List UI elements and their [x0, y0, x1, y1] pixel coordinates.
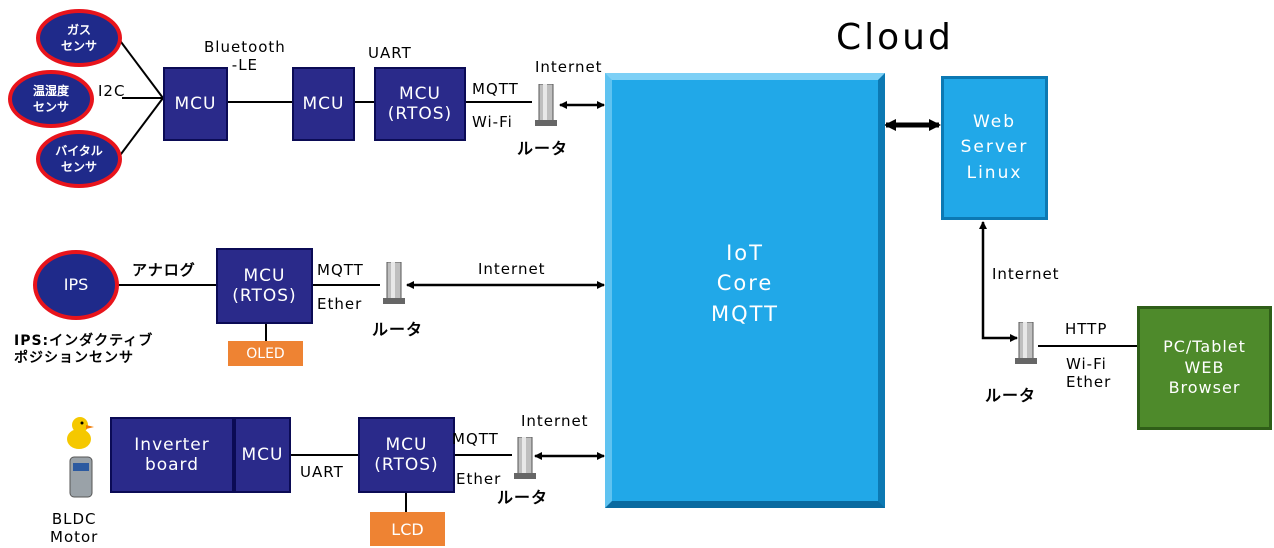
- mqtt-label-row3: MQTT: [452, 430, 499, 448]
- wifi-label-row1: Wi-Fi: [472, 113, 513, 131]
- cloud-title: Cloud: [836, 17, 954, 58]
- ether-label-row3: Ether: [456, 470, 502, 488]
- router-label-3: ルータ: [497, 488, 549, 507]
- router-icon: [512, 436, 538, 479]
- analog-label: アナログ: [132, 261, 196, 279]
- oled-display: OLED: [228, 341, 303, 366]
- inverter-board: Inverter board: [110, 417, 234, 493]
- uart-top-label: UART: [368, 44, 412, 62]
- lcd-display: LCD: [370, 512, 445, 546]
- router-icon: [381, 261, 407, 304]
- web-router-arrow: [979, 221, 1018, 342]
- bluetooth-label: Bluetooth -LE: [204, 38, 286, 74]
- router-label-1: ルータ: [517, 139, 569, 158]
- mcu-box-2: MCU: [292, 67, 355, 141]
- internet-label-row2: Internet: [478, 260, 546, 278]
- mqtt-label-row2: MQTT: [317, 261, 364, 279]
- mcu-rtos-box-1: MCU (RTOS): [374, 67, 466, 141]
- pc-tablet-browser: PC/Tablet WEB Browser: [1137, 306, 1272, 430]
- router-icon: [1013, 321, 1039, 364]
- ips-sensor: IPS: [33, 250, 119, 320]
- mcu-rtos-box-2: MCU (RTOS): [216, 248, 313, 324]
- internet-label-row1: Internet: [535, 58, 603, 76]
- duck-icon: [64, 413, 98, 501]
- uart-row3-label: UART: [300, 463, 344, 481]
- ether-label-row2: Ether: [317, 295, 363, 313]
- i2c-label: I2C: [98, 82, 126, 100]
- gas-sensor: ガス センサ: [36, 9, 122, 67]
- ips-description: IPS:インダクティブ ポジションセンサ: [14, 333, 154, 366]
- http-label: HTTP: [1065, 320, 1108, 338]
- router-label-4: ルータ: [985, 386, 1037, 405]
- vital-sensor: バイタル センサ: [36, 130, 122, 188]
- humidity-sensor: 温湿度 センサ: [8, 70, 94, 128]
- iot-core-cloud: [605, 73, 885, 508]
- mcu-rtos-box-3: MCU (RTOS): [358, 417, 455, 493]
- router-icon: [533, 83, 559, 126]
- mcu-box-3: MCU: [234, 417, 291, 493]
- internet-label-row3: Internet: [521, 412, 589, 430]
- router-label-2: ルータ: [372, 320, 424, 339]
- wifi-ether-label: Wi-Fi Ether: [1066, 355, 1112, 391]
- web-server-box: Web Server Linux: [941, 76, 1048, 220]
- bldc-motor-label: BLDC Motor: [50, 510, 99, 546]
- vital-sensor-line: [117, 97, 164, 159]
- mqtt-label-row1: MQTT: [472, 80, 519, 98]
- internet-label-right: Internet: [992, 265, 1060, 283]
- gas-sensor-line: [117, 37, 164, 99]
- iot-core-label: IoT Core MQTT: [711, 241, 779, 326]
- mcu-box-1: MCU: [163, 67, 228, 141]
